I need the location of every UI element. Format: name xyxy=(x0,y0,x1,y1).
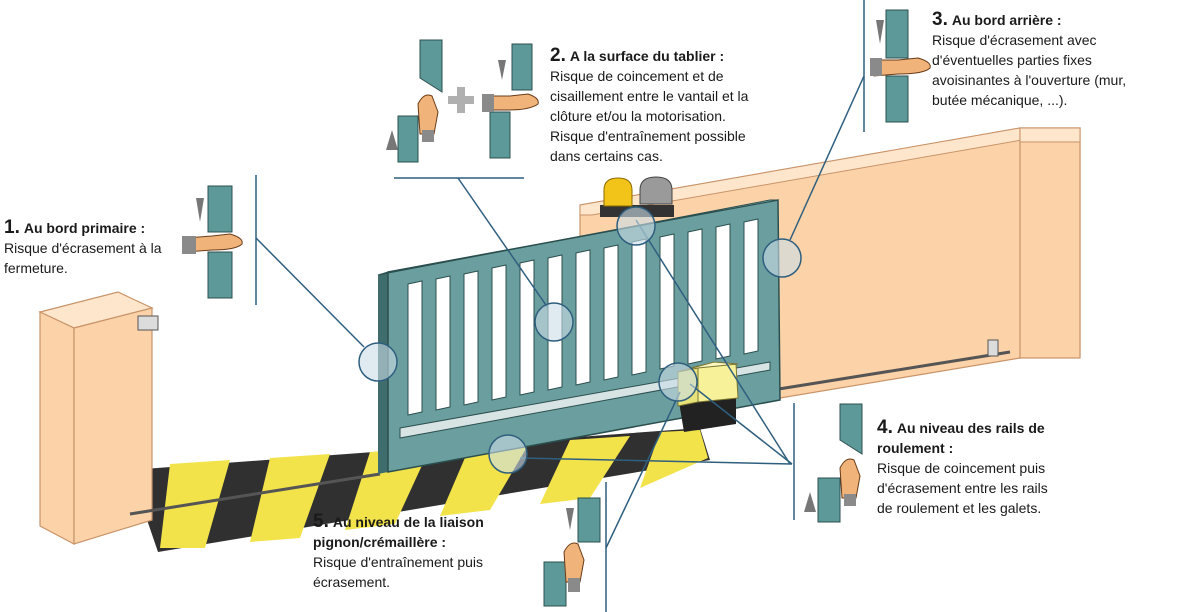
callout-title: A la surface du tablier : xyxy=(569,48,725,64)
rear-pillar-top xyxy=(1019,127,1081,143)
leader-lines xyxy=(255,75,865,549)
hand-pictogram-4 xyxy=(804,403,863,523)
callout-body: Risque de coincement puis d'écrasement e… xyxy=(877,460,1048,516)
front-pillar-side xyxy=(73,307,153,545)
hazard-zone-circles xyxy=(358,206,802,474)
motor-box xyxy=(697,363,739,403)
callout-gate-surface: 2.A la surface du tablier : Risque de co… xyxy=(550,46,795,166)
callout-title: Au niveau des rails de roulement : xyxy=(877,420,1045,456)
callout-title: Au bord arrière : xyxy=(951,12,1062,28)
callout-number: 4. xyxy=(877,417,893,438)
callout-body: Risque d'entraînement puis écrasement. xyxy=(313,554,483,590)
callout-pinion-rack: 5.Au niveau de la liaison pignon/crémail… xyxy=(313,512,543,592)
rear-stop xyxy=(987,339,999,357)
callout-body: Risque de coincement et de cisaillement … xyxy=(550,68,749,164)
callout-number: 3. xyxy=(932,9,948,30)
front-stop xyxy=(137,315,159,331)
front-pillar-face xyxy=(39,311,75,545)
callout-title: Au niveau de la liaison pignon/crémaillè… xyxy=(313,514,484,550)
rear-rail xyxy=(759,350,1011,394)
callout-number: 2. xyxy=(550,45,566,66)
leader-bars xyxy=(255,0,865,612)
callout-number: 1. xyxy=(4,217,20,238)
callout-number: 5. xyxy=(313,511,329,532)
callout-title: Au bord primaire : xyxy=(23,220,146,236)
hand-pictogram-1 xyxy=(182,185,243,299)
rear-pillar xyxy=(1019,127,1081,359)
hand-pictogram-2 xyxy=(386,39,539,163)
callout-body: Risque d'écrasement avec d'éventuelles p… xyxy=(932,32,1127,108)
callout-rear-edge: 3.Au bord arrière : Risque d'écrasement … xyxy=(932,10,1182,110)
callout-body: Risque d'écrasement à la fermeture. xyxy=(4,240,162,276)
hand-pictogram-5 xyxy=(543,497,601,607)
callout-primary-edge: 1.Au bord primaire : Risque d'écrasement… xyxy=(4,218,194,278)
hand-pictogram-3 xyxy=(870,9,931,123)
callout-running-rails: 4.Au niveau des rails de roulement : Ris… xyxy=(877,418,1082,518)
flash-light-grey xyxy=(639,176,673,205)
flash-light-orange xyxy=(603,177,633,207)
front-rail xyxy=(129,472,381,516)
